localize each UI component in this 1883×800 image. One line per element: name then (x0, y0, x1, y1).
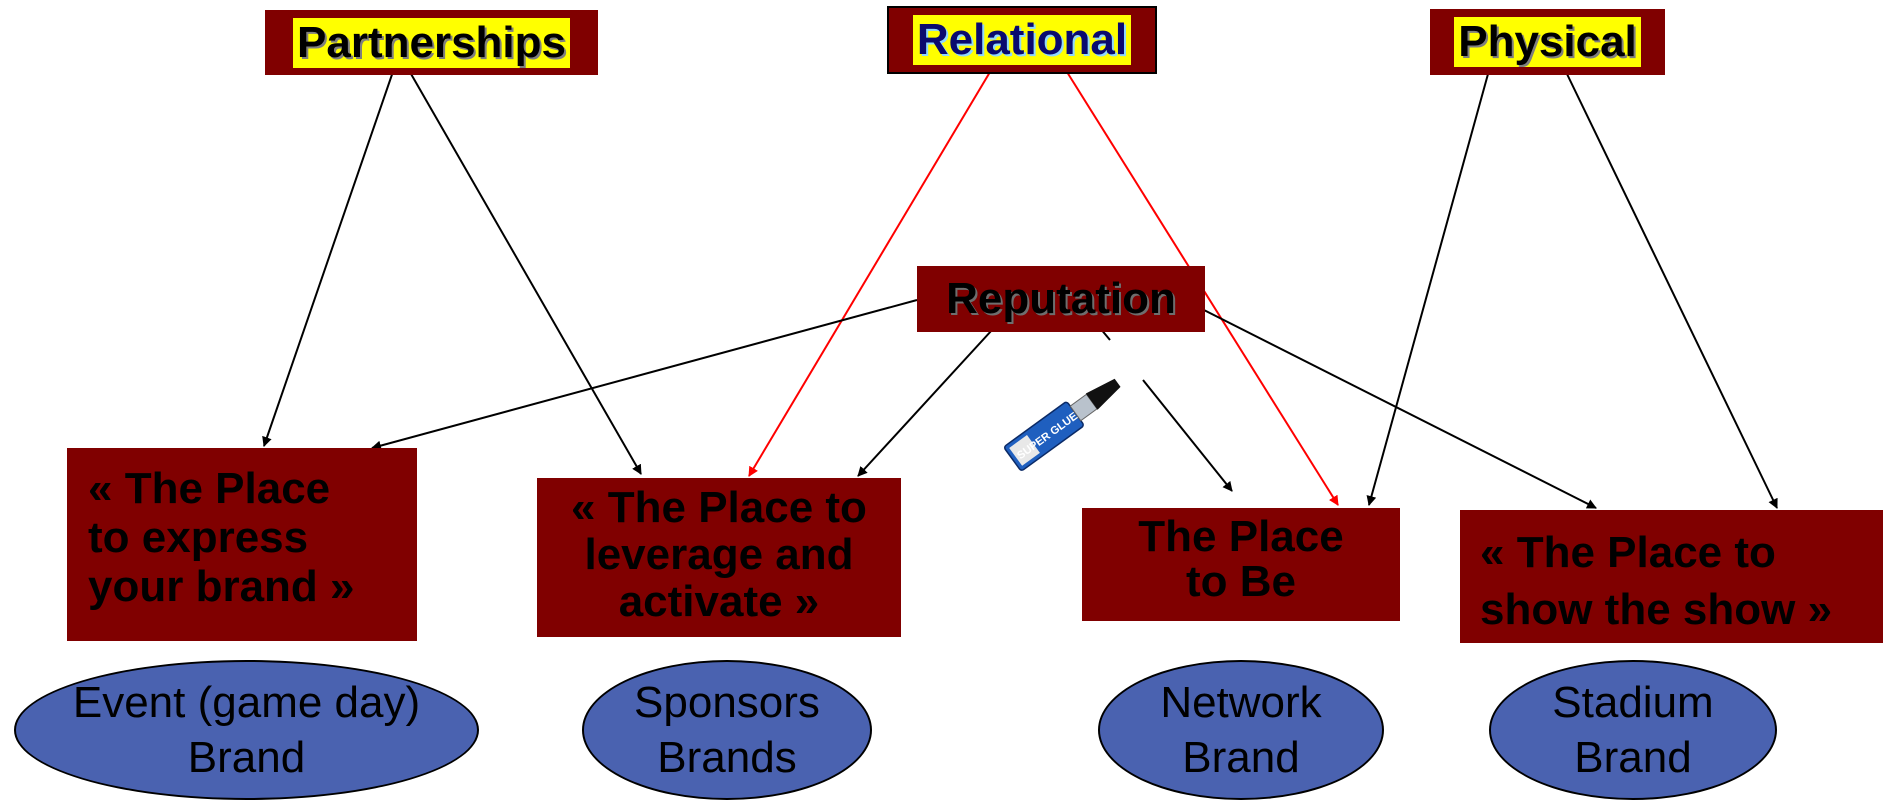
stadium-brand-oval: Stadium Brand (1489, 660, 1777, 800)
place-box-express: « The Place to express your brand » (67, 448, 417, 641)
relational-node: Relational (887, 6, 1157, 74)
place-box-show: « The Place to show the show » (1460, 510, 1883, 643)
partnerships-node: Partnerships (265, 10, 598, 75)
place-box-leverage: « The Place to leverage and activate » (537, 478, 901, 637)
arrow-physical-to-show (1566, 73, 1778, 509)
partnerships-label: Partnerships (293, 17, 570, 68)
event-brand-line-1: Event (game day) (72, 678, 421, 727)
place-leverage-line-3: activate » (618, 577, 820, 626)
stadium-brand-line-2: Brand (1574, 733, 1692, 782)
arrow-partnerships-to-express (262, 59, 398, 447)
event-brand-line-2: Brand (187, 733, 306, 782)
arrow-relational-to-leverage (748, 71, 991, 477)
glue-tube-image: SUPER GLUE (1004, 378, 1121, 471)
arrow-reputation-to-leverage (857, 317, 1004, 477)
relational-label: Relational (912, 15, 1132, 65)
event-brand-oval: Event (game day) Brand (14, 660, 479, 800)
arrow-reputation-to-show (1195, 305, 1597, 509)
place-leverage-line-2: leverage and (584, 530, 854, 579)
place-show-line-1: « The Place to (1480, 528, 1776, 577)
place-express-line-1: « The Place (88, 464, 331, 513)
arrow-physical-to-be (1366, 73, 1489, 506)
network-brand-line-2: Brand (1182, 733, 1300, 782)
physical-node: Physical (1430, 9, 1665, 75)
sponsors-brand-line-2: Brands (657, 733, 797, 782)
arrow-reputation-to-express (371, 299, 918, 451)
arrow-partnerships-to-leverage (402, 59, 642, 475)
reputation-node: Reputation (917, 266, 1205, 332)
reputation-label: Reputation (946, 274, 1176, 323)
place-leverage-line-1: « The Place to (571, 483, 867, 532)
sponsors-brand-line-1: Sponsors (634, 678, 820, 727)
place-express-line-2: to express (88, 513, 309, 562)
physical-label: Physical (1454, 17, 1641, 67)
place-box-be: The Place to Be (1082, 508, 1400, 621)
place-express-line-3: your brand » (88, 562, 355, 611)
sponsors-brand-oval: Sponsors Brands (582, 660, 872, 800)
arrow-reputation-to-be (1142, 379, 1233, 492)
place-show-line-2: show the show » (1480, 585, 1833, 634)
network-brand-line-1: Network (1160, 678, 1322, 727)
place-be-line-2: to Be (1186, 557, 1296, 606)
place-be-line-1: The Place (1138, 512, 1344, 561)
stadium-brand-line-1: Stadium (1552, 678, 1714, 727)
network-brand-oval: Network Brand (1098, 660, 1384, 800)
